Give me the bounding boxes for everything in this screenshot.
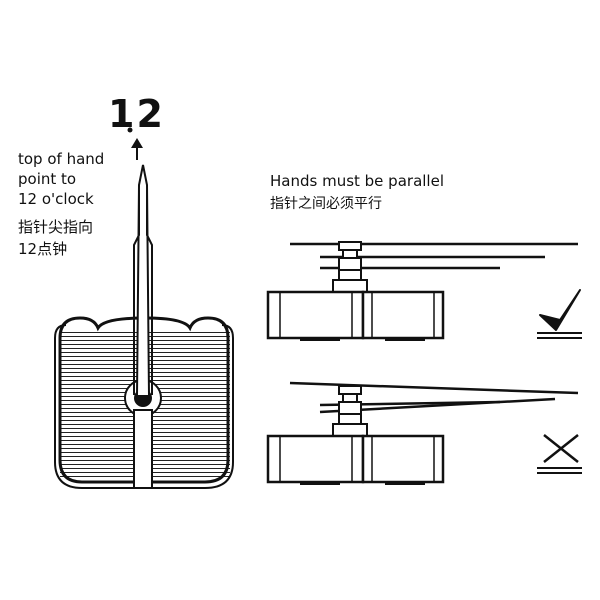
movement-outline [58,316,230,484]
side-view-correct [266,241,578,341]
caption-en-line3: 12 o'clock [18,190,94,208]
parallel-caption-en: Hands must be parallel [270,172,444,190]
arrow-head [131,138,143,148]
movement-side-body-left [266,290,365,340]
clock-number-12: 12 [108,92,165,136]
twelve-dot [127,127,133,133]
caption-en-line2: point to [18,170,77,188]
caption-zh-line2: 12点钟 [18,240,68,258]
movement-front-view [54,127,234,489]
check-icon [537,289,582,339]
caption-zh-line1: 指针尖指向 [18,218,94,236]
hand-line-a [289,381,579,395]
hand-tail [133,409,153,489]
movement-side-body-right [361,290,445,340]
cross-icon [537,434,582,474]
side-view-incorrect [266,381,579,485]
caption-en-line1: top of hand [18,150,105,168]
parallel-caption-zh: 指针之间必须平行 [270,196,382,212]
